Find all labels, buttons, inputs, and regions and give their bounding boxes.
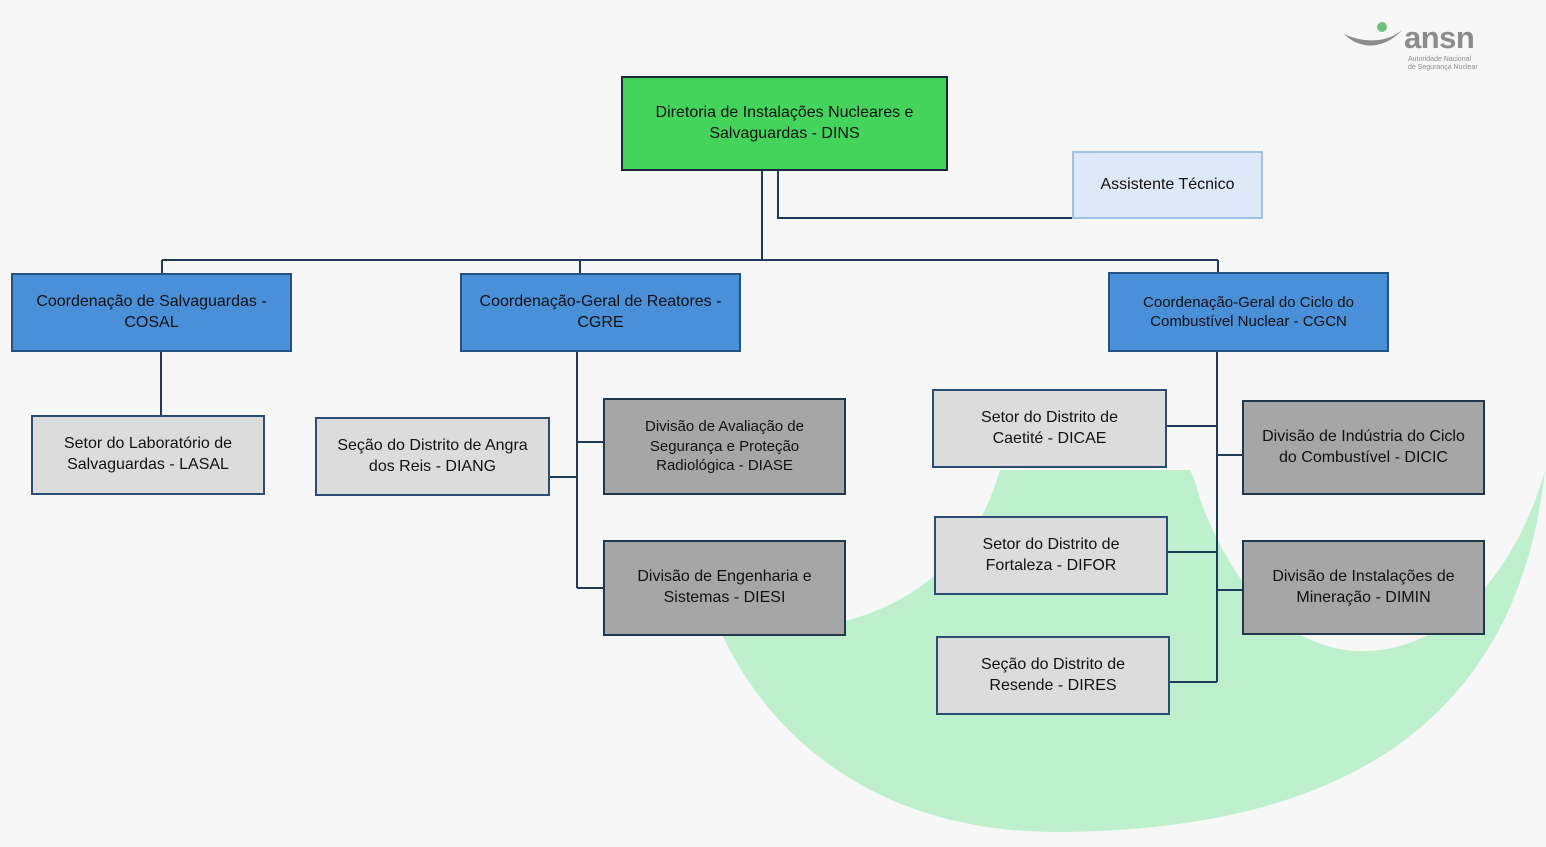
node-dires: Seção do Distrito de Resende - DIRES <box>936 636 1170 715</box>
logo-subtitle-line1: Autoridade Nacional <box>1408 56 1472 63</box>
node-cgcn: Coordenação-Geral do Ciclo do Combustíve… <box>1108 272 1389 352</box>
logo-subtitle: Autoridade Nacional de Segurança Nuclear <box>1408 56 1478 72</box>
node-difor: Setor do Distrito de Fortaleza - DIFOR <box>934 516 1168 595</box>
node-diang: Seção do Distrito de Angra dos Reis - DI… <box>315 417 550 496</box>
node-cosal: Coordenação de Salvaguardas - COSAL <box>11 273 292 352</box>
logo-swoosh-icon <box>1344 22 1402 46</box>
node-diesi: Divisão de Engenharia e Sistemas - DIESI <box>603 540 846 636</box>
node-assistente-tecnico: Assistente Técnico <box>1072 151 1263 219</box>
node-diase: Divisão de Avaliação de Segurança e Prot… <box>603 398 846 495</box>
ansn-logo: ansn Autoridade Nacional de Segurança Nu… <box>1342 18 1492 76</box>
node-dins: Diretoria de Instalações Nucleares e Sal… <box>621 76 948 171</box>
logo-wordmark: ansn <box>1404 20 1475 55</box>
node-cgre: Coordenação-Geral de Reatores - CGRE <box>460 273 741 352</box>
logo-subtitle-line2: de Segurança Nuclear <box>1408 64 1478 72</box>
node-dicae: Setor do Distrito de Caetité - DICAE <box>932 389 1167 468</box>
node-dicic: Divisão de Indústria do Ciclo do Combust… <box>1242 400 1485 495</box>
node-lasal: Setor do Laboratório de Salvaguardas - L… <box>31 415 265 495</box>
node-dimin: Divisão de Instalações de Mineração - DI… <box>1242 540 1485 635</box>
connector-dins-assistente <box>777 170 1073 219</box>
